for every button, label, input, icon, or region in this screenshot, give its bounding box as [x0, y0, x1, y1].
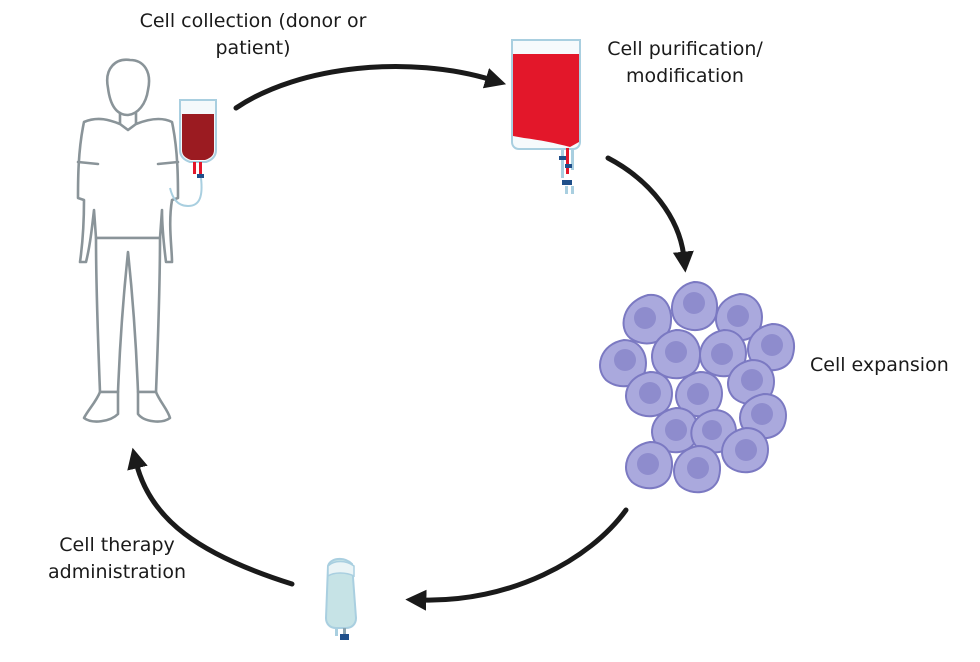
label-cell-expansion: Cell expansion [810, 352, 949, 379]
cell [651, 406, 699, 454]
cell [625, 440, 673, 490]
cell [670, 280, 718, 332]
label-cell-collection: Cell collection (donor or patient) [118, 8, 388, 62]
label-cell-therapy-administration-line1: Cell therapy [59, 534, 175, 556]
arrow-administration-to-collection [127, 447, 295, 587]
cell [721, 426, 769, 474]
cell [673, 444, 721, 494]
person-icon [76, 58, 180, 423]
cell-cluster-icon [599, 280, 795, 494]
cell [675, 370, 723, 418]
cell [651, 328, 701, 380]
purification-bag-icon [511, 39, 581, 194]
label-cell-collection-line1: Cell collection (donor or [139, 10, 367, 32]
cell [625, 370, 673, 418]
cell [747, 322, 795, 372]
cell [699, 328, 747, 378]
label-cell-purification: Cell purification/ modification [590, 36, 780, 90]
therapy-bag-icon [324, 558, 358, 640]
label-cell-therapy-administration: Cell therapy administration [32, 532, 202, 586]
arrow-collection-to-purification [233, 64, 507, 111]
label-cell-expansion-line1: Cell expansion [810, 354, 949, 376]
label-cell-collection-line2: patient) [215, 37, 291, 59]
cell [727, 358, 775, 406]
arrow-purification-to-expansion [605, 155, 694, 273]
label-cell-purification-line1: Cell purification/ [607, 38, 763, 60]
cell [599, 338, 647, 388]
donor-blood-bag-icon [169, 99, 217, 208]
label-cell-purification-line2: modification [626, 65, 744, 87]
label-cell-therapy-administration-line2: administration [47, 561, 186, 583]
cell [622, 293, 672, 345]
arrow-expansion-to-administration [405, 507, 629, 611]
